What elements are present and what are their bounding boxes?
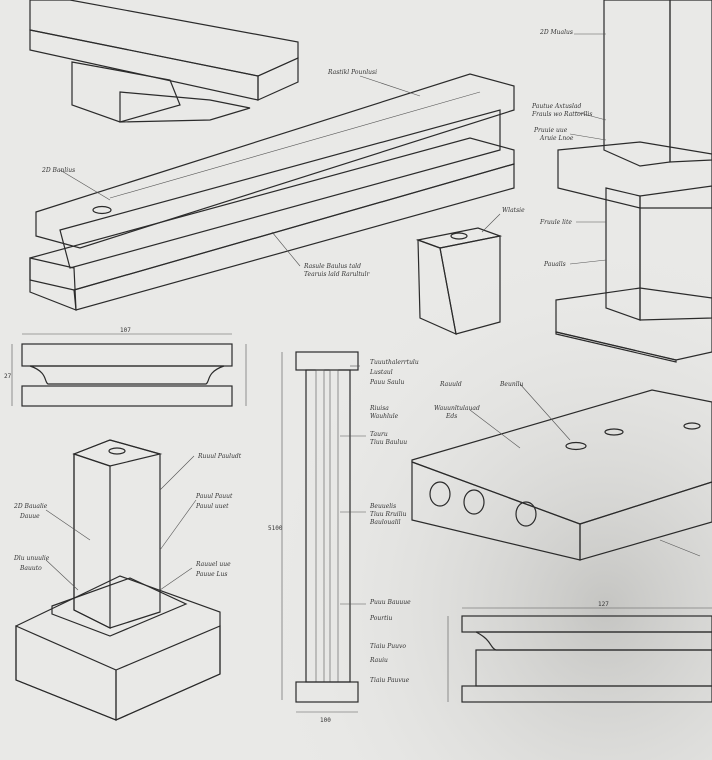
label-pedestal-6: Dlu unuulie [13, 555, 50, 562]
label-column-8: Paualls [543, 261, 566, 268]
label-beam-mid-2: Tearuis lald Rarultulr [304, 271, 371, 278]
label-pedestal-4: 2D Baualie [13, 503, 48, 510]
label-slender-14: Rauiu [369, 657, 388, 664]
label-column-top: 2D Mualus [539, 29, 573, 36]
label-pedestal-5: Dauue [19, 513, 40, 520]
label-slender-8: Beuuelis [369, 503, 396, 510]
label-slender-9: Tiuu Rruiliu [370, 511, 407, 518]
tall-column-drawing [555, 0, 712, 363]
dimension-beam-width: 127 [598, 601, 609, 608]
label-slender-4: Riuisa [369, 405, 389, 412]
dimension-cap-width: 107 [120, 327, 131, 334]
label-column-5: Aruie Lnoe [539, 135, 574, 142]
label-slab-3: Eds [445, 413, 457, 420]
label-pedestal-1: Ruuul Pauludt [197, 453, 242, 460]
label-slender-7: Tiuu Bauluu [370, 439, 407, 446]
dimension-cap-height: 27 [4, 373, 12, 380]
label-slab-4: Beunllu [499, 381, 524, 388]
label-slab-2: Wauunltulauad [434, 405, 480, 412]
label-column-3: Frauls wo Rattorllis [531, 111, 592, 118]
label-column-6: Wlatsie [502, 207, 525, 214]
label-slender-5: Wauhlule [370, 413, 399, 420]
dimension-column-height: 5100 [268, 525, 283, 532]
slender-column-drawing [281, 351, 359, 713]
label-slender-10: Bauloualil [369, 519, 401, 526]
cap-profile-drawing [11, 333, 247, 407]
label-beam-mid-1: Rasule Baulus tald [303, 263, 361, 270]
label-pedestal-9: Pauue Lus [195, 571, 227, 578]
label-slender-1: Tuuuthalerrtulu [370, 359, 419, 366]
long-beam-drawing [29, 73, 515, 311]
label-beam-left: 2D Banlius [41, 167, 75, 174]
beam-profile-drawing [447, 607, 712, 703]
perforated-slab-drawing [411, 389, 712, 561]
label-slender-15: Tiaiu Pauvue [370, 677, 410, 684]
label-slender-6: Tauru [370, 431, 388, 438]
label-pedestal-7: Bauuto [19, 565, 42, 572]
label-column-7: Fruule lite [539, 219, 572, 226]
pedestal-drawing [15, 439, 221, 721]
label-pedestal-3: Pauul uuet [195, 503, 229, 510]
dimension-column-base: 100 [320, 717, 331, 724]
label-slender-3: Pauu Saulu [369, 379, 404, 386]
label-pedestal-2: Pauul Pauut [195, 493, 233, 500]
label-column-2: Pautue Axtuslad [531, 103, 582, 110]
label-slender-11: Puuu Bauuue [369, 599, 411, 606]
bracket-drawing [415, 227, 503, 336]
label-slender-13: Tiaiu Puuvo [370, 643, 406, 650]
label-beam-top: Rastikl Pounlusi [327, 69, 377, 76]
label-pedestal-8: Rauuel uue [195, 561, 231, 568]
label-slab-1: Rauuld [439, 381, 462, 388]
label-column-4: Pruuie uue [533, 127, 568, 134]
short-beam-drawing [29, 0, 299, 123]
leader-lines [45, 33, 701, 605]
label-slender-12: Pourtiu [369, 615, 392, 622]
label-slender-2: Lustaul [369, 369, 393, 376]
